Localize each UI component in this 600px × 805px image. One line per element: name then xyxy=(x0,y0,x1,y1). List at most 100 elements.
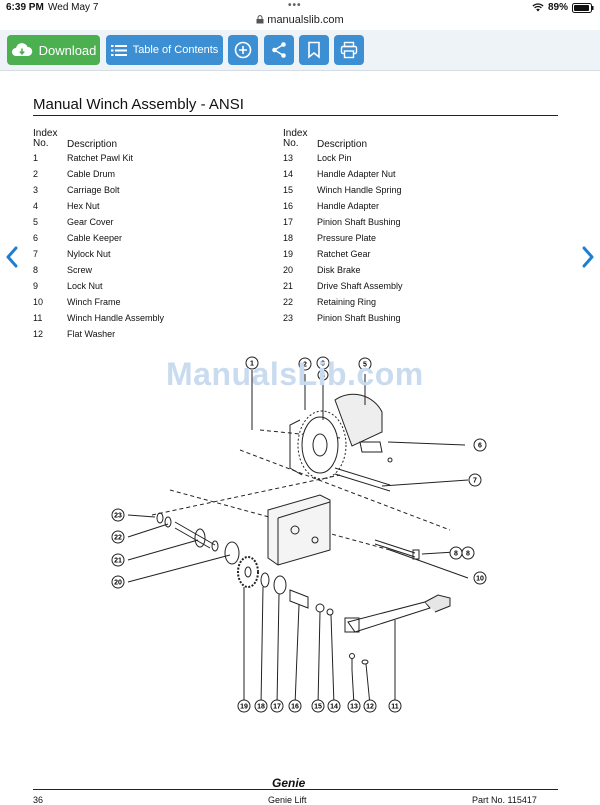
print-button[interactable] xyxy=(334,35,364,65)
part-no: 16 xyxy=(283,201,294,211)
index-header: Index xyxy=(33,128,58,139)
callout-18: 18 xyxy=(254,699,268,713)
part-no: 20 xyxy=(283,265,294,275)
callout-label: 23 xyxy=(114,513,122,520)
index-no-header: No. xyxy=(283,138,299,149)
callout-12: 12 xyxy=(363,699,377,713)
bookmark-icon xyxy=(308,41,320,59)
winch-exploded-diagram: 1 2 3 4 5 6 7 8 8 10 23 22 21 20 19 18 1… xyxy=(111,356,487,713)
part-no: 8 xyxy=(33,265,39,275)
callout-10: 10 xyxy=(473,571,487,585)
part-desc: Hex Nut xyxy=(67,201,100,211)
part-no: 18 xyxy=(283,233,294,243)
index-header: Index xyxy=(283,128,308,139)
part-desc: Lock Pin xyxy=(317,153,352,163)
table-of-contents-button[interactable]: Table of Contents xyxy=(106,35,223,65)
callout-13: 13 xyxy=(347,699,361,713)
part-no: 11 xyxy=(33,313,43,323)
footer-page-number: 36 xyxy=(33,795,44,805)
part-desc: Cable Keeper xyxy=(67,233,123,243)
cloud-download-icon xyxy=(11,43,32,56)
lock-icon xyxy=(256,15,264,24)
previous-page-icon[interactable] xyxy=(4,246,20,268)
part-no: 14 xyxy=(283,169,294,179)
footer-center-text: Genie Lift xyxy=(268,795,307,805)
callout-label: 5 xyxy=(363,362,367,369)
part-desc: Handle Adapter Nut xyxy=(317,169,396,179)
callout-label: 18 xyxy=(257,704,265,711)
part-no: 21 xyxy=(283,281,294,291)
callout-20: 20 xyxy=(111,575,125,589)
part-no: 2 xyxy=(33,169,39,179)
part-desc: Flat Washer xyxy=(67,329,116,339)
wifi-icon xyxy=(532,3,544,12)
callout-8b: 8 xyxy=(461,546,475,560)
part-row: 6 Cable Keeper xyxy=(33,230,263,246)
callout-16: 16 xyxy=(288,699,302,713)
share-button[interactable] xyxy=(264,35,294,65)
callout-6: 6 xyxy=(473,438,487,452)
callout-7: 7 xyxy=(468,473,482,487)
part-desc: Carriage Bolt xyxy=(67,185,120,195)
part-desc: Retaining Ring xyxy=(317,297,377,307)
multitask-dots-icon[interactable]: ••• xyxy=(288,0,302,11)
title-divider xyxy=(33,115,558,116)
callout-label: 21 xyxy=(114,558,122,565)
part-desc: Lock Nut xyxy=(67,281,103,291)
url-bar[interactable]: manualslib.com xyxy=(0,14,600,30)
part-no: 19 xyxy=(283,249,294,259)
callout-label: 8 xyxy=(466,551,470,558)
part-row: 4 Hex Nut xyxy=(33,198,263,214)
callout-2: 2 xyxy=(298,357,312,371)
callout-19: 19 xyxy=(237,699,251,713)
status-date: Wed May 7 xyxy=(48,2,99,13)
download-button[interactable]: Download xyxy=(7,35,100,65)
part-no: 17 xyxy=(283,217,294,227)
callout-15: 15 xyxy=(311,699,325,713)
callout-14: 14 xyxy=(327,699,341,713)
callout-label: 8 xyxy=(454,551,458,558)
callout-23: 23 xyxy=(111,508,125,522)
toc-label: Table of Contents xyxy=(132,44,219,56)
part-no: 6 xyxy=(33,233,39,243)
part-no: 1 xyxy=(33,153,39,163)
part-desc: Pinion Shaft Bushing xyxy=(317,313,401,323)
callout-label: 1 xyxy=(250,361,254,368)
callout-label: 2 xyxy=(303,362,307,369)
callout-label: 10 xyxy=(476,576,484,583)
part-desc: Pinion Shaft Bushing xyxy=(317,217,401,227)
callout-label: 17 xyxy=(273,704,281,711)
part-no: 4 xyxy=(33,201,39,211)
callout-label: 3 xyxy=(321,361,325,368)
callout-8a: 8 xyxy=(449,546,463,560)
part-desc: Disk Brake xyxy=(317,265,361,275)
callout-label: 20 xyxy=(114,580,122,587)
part-no: 9 xyxy=(33,281,39,291)
callout-5: 5 xyxy=(358,357,372,371)
part-no: 7 xyxy=(33,249,39,259)
callout-label: 12 xyxy=(366,704,374,711)
bookmark-button[interactable] xyxy=(299,35,329,65)
part-no: 5 xyxy=(33,217,39,227)
add-button[interactable] xyxy=(228,35,258,65)
part-row: 9 Lock Nut xyxy=(33,278,263,294)
page-title: Manual Winch Assembly - ANSI xyxy=(33,96,244,113)
callout-label: 4 xyxy=(321,373,325,380)
next-page-icon[interactable] xyxy=(580,246,596,268)
callout-11: 11 xyxy=(388,699,402,713)
share-icon xyxy=(272,42,286,58)
